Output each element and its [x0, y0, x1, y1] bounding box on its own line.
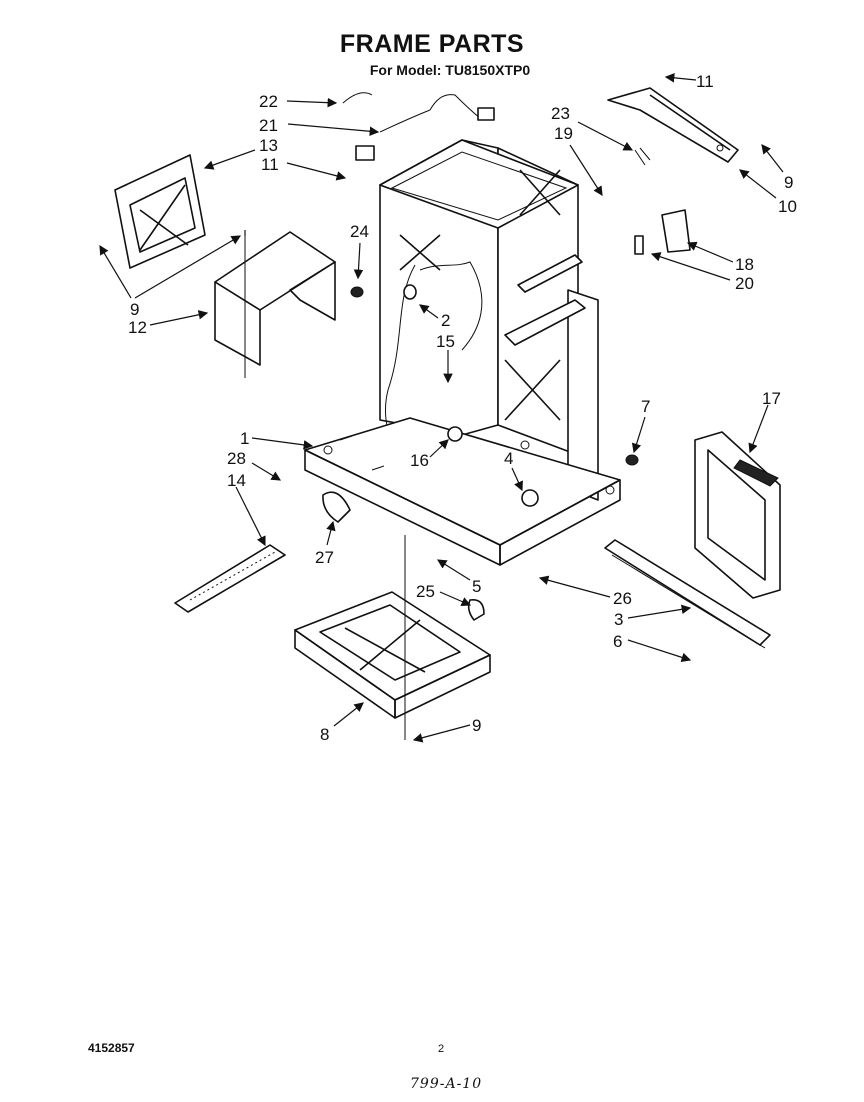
- diagram-title: FRAME PARTS: [339, 30, 525, 58]
- hardware: [244, 92, 651, 740]
- callout-3: 3: [614, 610, 623, 629]
- callout-8: 8: [320, 725, 329, 744]
- callout-9: 9: [472, 716, 481, 735]
- part-12-cover: [214, 230, 336, 378]
- callout-14: 14: [227, 471, 246, 490]
- callout-2: 2: [441, 311, 450, 330]
- callout-4: 4: [504, 449, 513, 468]
- callout-1: 1: [240, 429, 249, 448]
- callout-17: 17: [762, 389, 781, 408]
- callout-5: 5: [472, 577, 481, 596]
- cabinet-frame: [304, 139, 621, 566]
- handwritten-note: 799-A-10: [410, 1076, 483, 1092]
- document-number: 4152857: [88, 1041, 135, 1055]
- callout-24: 24: [350, 222, 369, 241]
- callout-26: 26: [613, 589, 632, 608]
- callout-13: 13: [259, 136, 278, 155]
- callout-28: 28: [227, 449, 246, 468]
- callout-11: 11: [696, 72, 714, 91]
- part-10-bracket: [607, 87, 739, 163]
- part-14-strip: [174, 544, 286, 613]
- callout-7: 7: [641, 397, 650, 416]
- callout-12: 12: [128, 318, 147, 337]
- callout-20: 20: [735, 274, 754, 293]
- part-8-tray: [294, 591, 491, 719]
- page-mark: 2: [438, 1043, 445, 1055]
- part-18-switch: [634, 209, 691, 255]
- callout-18: 18: [735, 255, 754, 274]
- callout-22: 22: [259, 92, 278, 111]
- callout-10: 10: [778, 197, 797, 216]
- callout-9: 9: [130, 300, 139, 319]
- callout-9: 9: [784, 173, 793, 192]
- part-3-rail: [604, 539, 771, 649]
- callout-11: 11: [261, 155, 279, 174]
- part-13-panel: [114, 154, 206, 269]
- callout-21: 21: [259, 116, 278, 135]
- callout-16: 16: [410, 451, 429, 470]
- callout-labels: 22 21 13 11 11 23 19 9 10 24 18 20 9 12 …: [128, 72, 797, 744]
- callout-27: 27: [315, 548, 334, 567]
- callout-19: 19: [554, 124, 573, 143]
- callout-15: 15: [436, 332, 455, 351]
- part-17-panel: [694, 431, 781, 599]
- callout-6: 6: [613, 632, 622, 651]
- model-subtitle: For Model: TU8150XTP0: [369, 62, 531, 78]
- callout-23: 23: [551, 104, 570, 123]
- leader-lines: [99, 73, 784, 743]
- callout-25: 25: [416, 582, 435, 601]
